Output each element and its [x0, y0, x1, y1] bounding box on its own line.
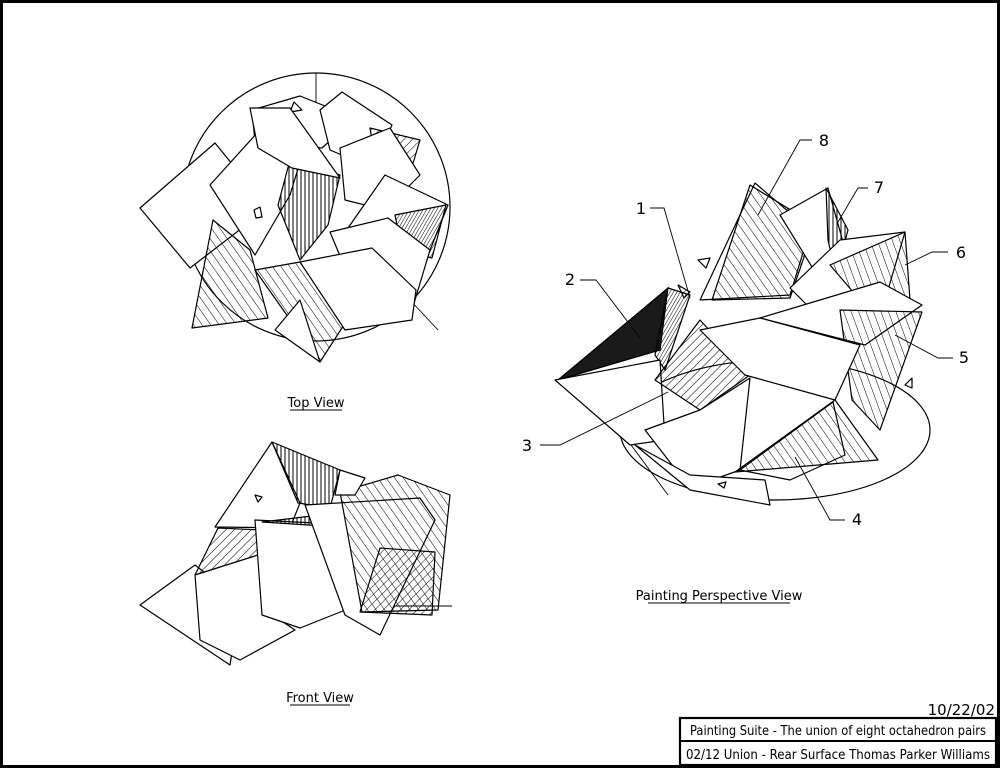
- perspective-view-label: Painting Perspective View: [636, 589, 803, 604]
- callout-3: 3: [522, 436, 532, 455]
- callout-4: 4: [852, 510, 862, 529]
- callout-8: 8: [819, 131, 829, 150]
- callout-7: 7: [874, 178, 884, 197]
- title-block-subtitle: 02/12 Union - Rear Surface Thomas Parker…: [686, 748, 990, 763]
- perspective-view-drawing: [554, 182, 931, 506]
- title-block: [678, 716, 998, 767]
- date-stamp: 10/22/02: [928, 701, 995, 719]
- callout-6: 6: [956, 243, 966, 262]
- callout-leaders: [540, 139, 953, 521]
- title-block-title: Painting Suite - The union of eight octa…: [690, 724, 986, 739]
- front-view-label: Front View: [286, 691, 354, 706]
- top-view-label: Top View: [287, 396, 345, 411]
- callout-1: 1: [636, 199, 646, 218]
- front-view-drawing: [139, 441, 452, 666]
- callout-5: 5: [959, 348, 969, 367]
- callout-2: 2: [565, 270, 575, 289]
- top-view-drawing: [139, 72, 451, 363]
